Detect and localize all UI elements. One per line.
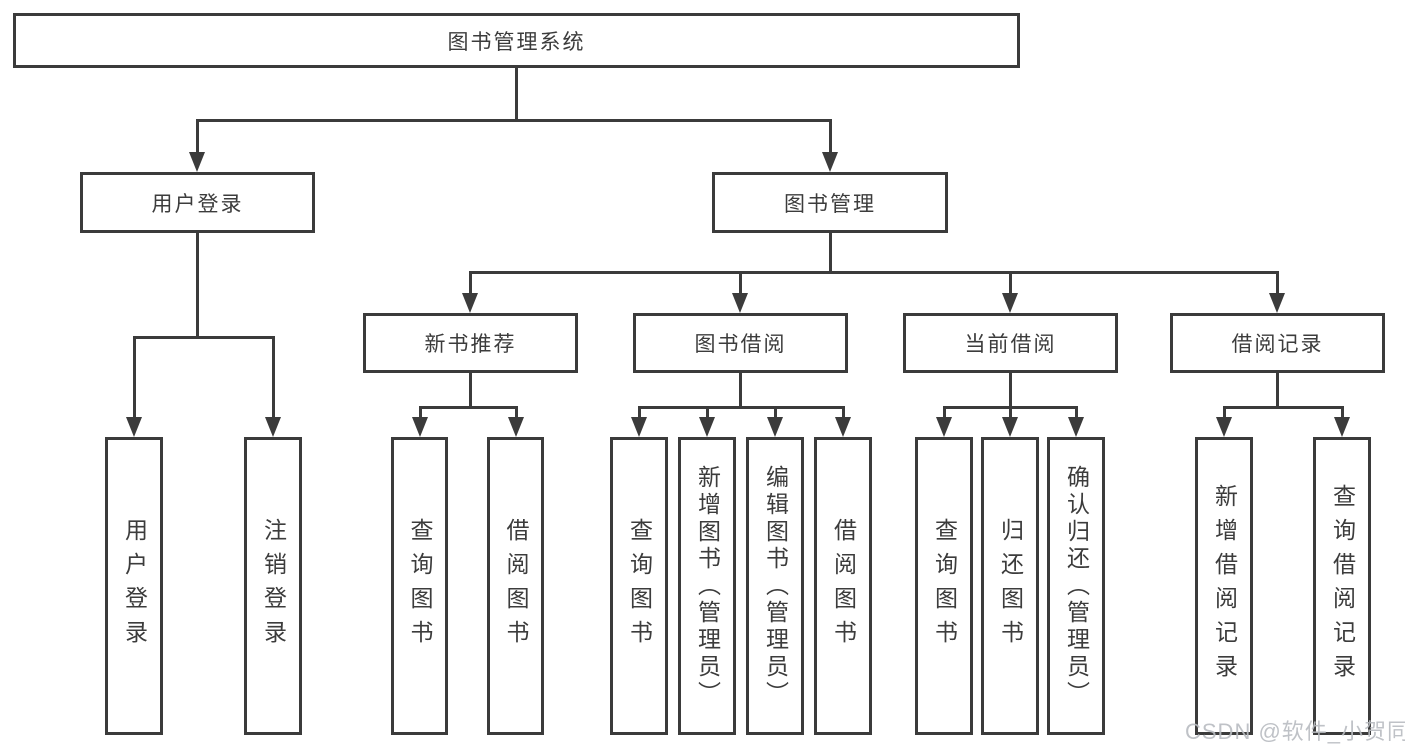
arrow-down-icon [1216,417,1232,437]
arrow-down-icon [732,293,748,313]
node-book-borrow-label: 图书借阅 [694,333,787,356]
arrow-down-icon [1269,293,1285,313]
leaf-query-books-current: 查询图书 [915,437,973,735]
node-root-label: 图书管理系统 [447,30,586,54]
leaf-add-books-admin-label: 新增图书（管理员） [694,464,721,708]
connector-drop-leaf-user-login [133,336,136,421]
leaf-query-borrow-record: 查询借阅记录 [1313,437,1371,735]
connector-drop [638,406,641,421]
node-book-management: 图书管理 [712,172,948,233]
connector-borrow-records-stem [1276,371,1279,408]
leaf-user-login-label: 用户登录 [121,518,148,654]
arrow-down-icon [699,417,715,437]
node-current-borrow: 当前借阅 [903,313,1118,373]
leaf-borrow-books-recommend-label: 借阅图书 [503,518,529,654]
arrow-down-icon [126,417,142,437]
leaf-query-books-borrow-label: 查询图书 [626,518,653,654]
arrow-down-icon [1334,417,1350,437]
leaf-add-books-admin: 新增图书（管理员） [678,437,736,735]
arrow-down-icon [412,417,428,437]
arrow-down-icon [189,152,205,172]
connector-drop-new-book [469,271,472,297]
connector-drop [1075,406,1078,421]
watermark: CSDN @软件_小贺同学 [1185,719,1405,744]
leaf-add-borrow-record: 新增借阅记录 [1195,437,1253,735]
leaf-query-borrow-record-label: 查询借阅记录 [1329,484,1356,688]
connector-book-borrow-split [638,406,844,409]
connector-new-book-split [419,406,517,409]
connector-drop [1341,406,1344,421]
leaf-borrow-books-label: 借阅图书 [830,518,857,654]
leaf-edit-books-admin: 编辑图书（管理员） [746,437,804,735]
arrow-down-icon [1068,417,1084,437]
connector-drop-leaf-logout [272,336,275,421]
connector-drop [1009,406,1012,421]
node-current-borrow-label: 当前借阅 [964,333,1057,356]
arrow-down-icon [462,293,478,313]
leaf-borrow-books: 借阅图书 [814,437,872,735]
arrow-down-icon [1002,293,1018,313]
arrow-down-icon [835,417,851,437]
leaf-confirm-return-admin-label: 确认归还（管理员） [1063,464,1090,708]
leaf-logout: 注销登录 [244,437,302,735]
connector-drop [419,406,422,421]
leaf-return-books-label: 归还图书 [997,518,1024,654]
arrow-down-icon [1002,417,1018,437]
connector-drop-book-management [829,119,832,156]
connector-drop-user-login [196,119,199,156]
node-root: 图书管理系统 [13,13,1020,68]
arrow-down-icon [508,417,524,437]
arrow-down-icon [265,417,281,437]
leaf-add-borrow-record-label: 新增借阅记录 [1211,484,1238,688]
leaf-user-login: 用户登录 [105,437,163,735]
arrow-down-icon [631,417,647,437]
node-book-borrow: 图书借阅 [633,313,848,373]
connector-current-borrow-stem [1009,371,1012,408]
arrow-down-icon [767,417,783,437]
node-borrow-records: 借阅记录 [1170,313,1385,373]
connector-book-management-stem [829,230,832,272]
leaf-query-books-recommend: 查询图书 [391,437,448,735]
connector-root-split [196,119,832,122]
arrow-down-icon [936,417,952,437]
leaf-query-books-borrow: 查询图书 [610,437,668,735]
connector-drop [943,406,946,421]
connector-book-borrow-stem [739,371,742,408]
connector-root-stem [515,66,518,120]
connector-drop [515,406,518,421]
leaf-borrow-books-recommend: 借阅图书 [487,437,544,735]
node-borrow-records-label: 借阅记录 [1231,333,1324,356]
leaf-logout-label: 注销登录 [260,518,287,654]
node-user-login: 用户登录 [80,172,315,233]
node-new-book-recommend: 新书推荐 [363,313,578,373]
connector-user-login-stem [196,230,199,337]
connector-drop-book-borrow [739,271,742,297]
connector-new-book-stem [469,371,472,408]
leaf-confirm-return-admin: 确认归还（管理员） [1047,437,1105,735]
connector-drop [842,406,845,421]
connector-drop [706,406,709,421]
node-new-book-recommend-label: 新书推荐 [424,333,517,356]
leaf-edit-books-admin-label: 编辑图书（管理员） [762,464,789,708]
connector-user-login-split [133,336,274,339]
node-user-login-label: 用户登录 [151,192,244,216]
leaf-return-books: 归还图书 [981,437,1039,735]
connector-drop-current-borrow [1009,271,1012,297]
connector-borrow-records-split [1223,406,1343,409]
node-book-management-label: 图书管理 [784,192,876,216]
connector-drop-borrow-records [1276,271,1279,297]
leaf-query-books-recommend-label: 查询图书 [407,518,433,654]
connector-drop [774,406,777,421]
leaf-query-books-current-label: 查询图书 [931,518,958,654]
arrow-down-icon [822,152,838,172]
connector-book-management-split [469,271,1279,274]
connector-drop [1223,406,1226,421]
